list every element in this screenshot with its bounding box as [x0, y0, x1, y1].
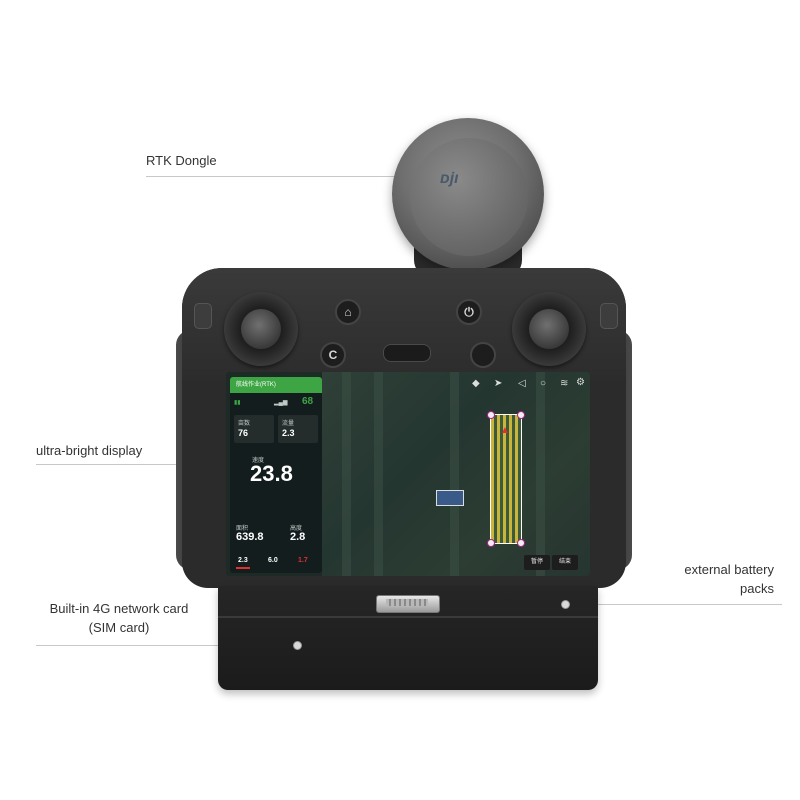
locate-icon[interactable]: ➤: [494, 378, 503, 389]
layers-icon[interactable]: ≋: [560, 378, 569, 389]
network-card-label: Built-in 4G network card (SIM card): [36, 599, 202, 637]
tile-a-label: 亩数: [238, 421, 251, 427]
power-button[interactable]: ⏻: [456, 299, 482, 325]
circle-icon[interactable]: ○: [540, 378, 547, 389]
flight-data-panel: 航线作业(RTK) ▮▮ ▂▄▆ 68 亩数 76 流量 2.3 速度 23.8…: [230, 377, 322, 573]
eraser-icon[interactable]: ◆: [472, 378, 480, 389]
small-b-value: 6.0: [268, 557, 278, 564]
battery-label: external battery packs: [664, 560, 774, 598]
route-corner-handle[interactable]: [487, 539, 495, 547]
network-card-marker: [293, 641, 302, 650]
aircraft-marker-icon: ▲: [500, 425, 510, 436]
pause-button[interactable]: 暂停: [524, 555, 550, 570]
dji-logo-icon: ᴅјı: [440, 170, 459, 187]
five-dimension-button[interactable]: [470, 342, 496, 368]
tile-b-value: 2.3: [282, 428, 295, 438]
small-c-value: 1.7: [298, 557, 308, 564]
battery-leader-line: [566, 604, 782, 605]
route-corner-handle[interactable]: [517, 539, 525, 547]
route-corner-handle[interactable]: [517, 411, 525, 419]
controller-screen[interactable]: ▲ 暂停 结束 ◆ ➤ ◁ ○ ≋ ⚙ 航线作业(RTK) ▮▮ ▂▄▆ 68 …: [226, 372, 590, 576]
spray-route-field[interactable]: ▲: [487, 411, 525, 547]
signal-icon: ▂▄▆: [274, 400, 288, 406]
tile-b: 流量 2.3: [278, 415, 318, 443]
tile-a-value: 76: [238, 428, 249, 438]
battery-percent: 68: [302, 396, 313, 407]
flight-mode-switch[interactable]: [383, 344, 431, 362]
c-button[interactable]: C: [320, 342, 346, 368]
end-button[interactable]: 结束: [552, 555, 578, 570]
display-leader-line: [36, 464, 220, 465]
map-road: [374, 372, 383, 576]
display-label: ultra-bright display: [36, 443, 143, 458]
main-metric-value: 23.8: [250, 461, 293, 486]
small-a-value: 2.3: [238, 557, 248, 564]
battery-seam: [218, 616, 598, 618]
low-level-warning-bar: [236, 567, 250, 569]
operation-mode-header[interactable]: 航线作业(RTK): [230, 377, 322, 393]
stat-a-value: 639.8: [236, 531, 264, 543]
rtk-dongle-cap: [410, 138, 528, 256]
battery-label-line2: packs: [740, 581, 774, 596]
battery-marker: [561, 600, 570, 609]
rtk-dongle-leader-line: [146, 176, 446, 177]
network-card-leader-line: [36, 645, 298, 646]
route-corner-handle[interactable]: [487, 411, 495, 419]
map-road: [342, 372, 351, 576]
rtk-dongle-label: RTK Dongle: [146, 153, 217, 168]
battery-latch-grip: [386, 599, 428, 606]
battery-label-line1: external battery: [684, 562, 774, 577]
solar-panel-building: [436, 490, 464, 506]
left-shoulder-button[interactable]: [194, 303, 212, 329]
network-card-label-line2: (SIM card): [88, 620, 150, 635]
right-control-stick[interactable]: [529, 309, 569, 349]
rtk-status-icon: ▮▮: [234, 400, 241, 406]
main-metric-label: 速度: [252, 458, 265, 464]
network-card-label-line1: Built-in 4G network card: [49, 601, 189, 616]
stat-a-label: 面积: [236, 526, 249, 532]
satellite-map[interactable]: ▲ 暂停 结束 ◆ ➤ ◁ ○ ≋ ⚙: [322, 372, 590, 576]
stat-b-value: 2.8: [290, 531, 306, 543]
tile-b-label: 流量: [282, 421, 295, 427]
map-road: [450, 372, 459, 576]
left-control-stick[interactable]: [241, 309, 281, 349]
stat-b-label: 高度: [290, 526, 303, 532]
settings-gear-icon[interactable]: ⚙: [576, 377, 585, 388]
return-home-button[interactable]: ⌂: [335, 299, 361, 325]
tile-a: 亩数 76: [234, 415, 274, 443]
map-road: [536, 372, 545, 576]
right-shoulder-button[interactable]: [600, 303, 618, 329]
compass-icon[interactable]: ◁: [518, 378, 526, 389]
battery-percent-value: 68: [302, 396, 314, 407]
